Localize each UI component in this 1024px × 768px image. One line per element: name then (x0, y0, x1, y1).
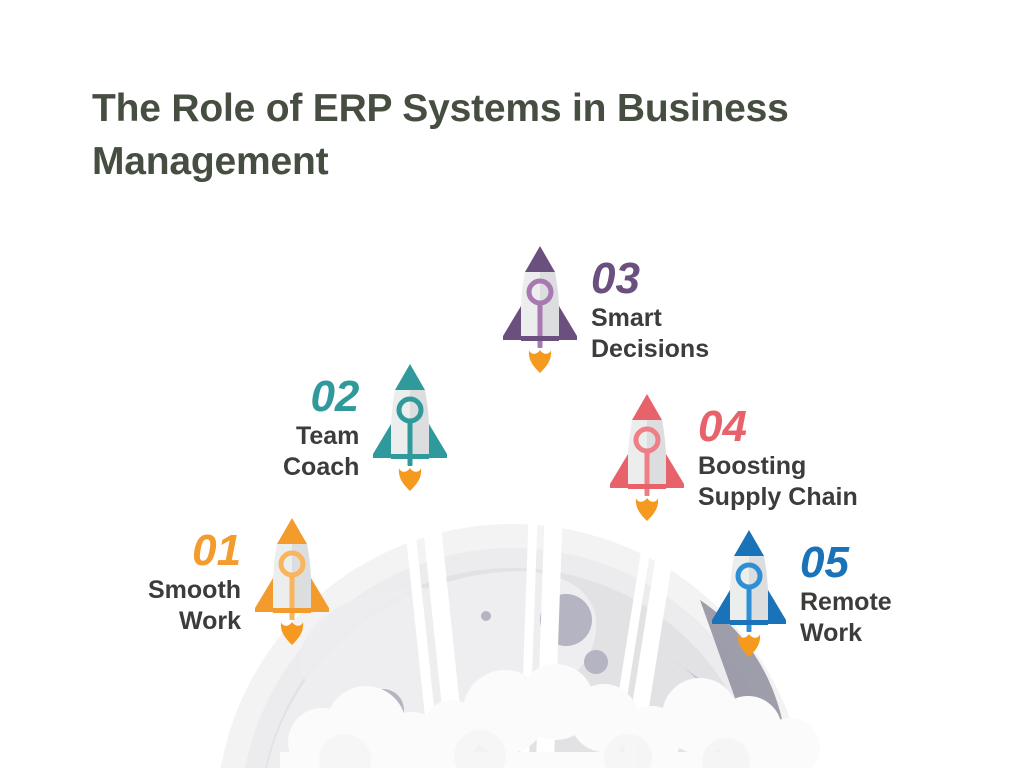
step-number-03: 03 (591, 253, 640, 303)
rocket-03 (497, 240, 583, 381)
step-label-02: Team Coach (283, 422, 360, 481)
step-number-01: 01 (192, 525, 242, 575)
step-label-05: Remote Work (800, 588, 892, 647)
step-label-03: Smart Decisions (591, 304, 710, 363)
rocket-05 (706, 524, 792, 665)
step-label-04: Boosting Supply Chain (698, 452, 858, 511)
step-number-04: 04 (698, 401, 747, 451)
rocket-icon (610, 394, 684, 521)
page-title: The Role of ERP Systems in Business Mana… (92, 87, 789, 184)
step-number-02: 02 (310, 371, 360, 421)
step-number-05: 05 (800, 537, 849, 587)
rocket-icon (503, 246, 577, 373)
rocket-04 (604, 388, 690, 529)
rocket-icon (712, 530, 786, 657)
rocket-02 (367, 358, 453, 499)
rocket-01 (249, 512, 335, 653)
rocket-icon (255, 518, 330, 645)
rocket-icon (373, 364, 448, 491)
step-label-01: Smooth Work (148, 576, 242, 635)
